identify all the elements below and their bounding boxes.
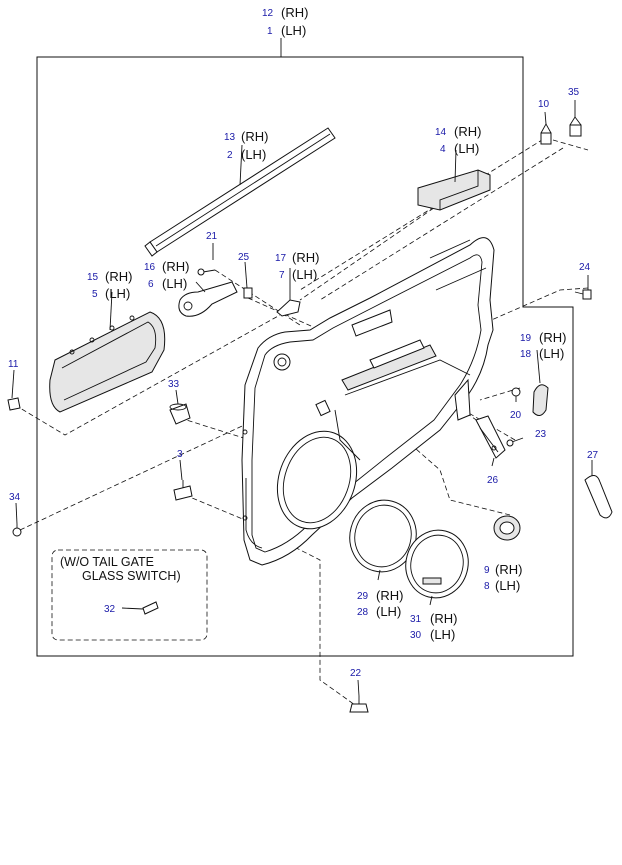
label-switch-32: 32 bbox=[104, 604, 116, 615]
label-screw-23: 23 bbox=[535, 429, 547, 440]
label-bracket-side-a: (RH) bbox=[162, 259, 189, 274]
label-cap-25: 25 bbox=[238, 252, 250, 263]
leader-stubs bbox=[11, 100, 593, 697]
label-grille-num-a: 31 bbox=[410, 614, 422, 625]
label-glass-run-side-a: (RH) bbox=[241, 129, 268, 144]
clip-10-part bbox=[540, 123, 552, 145]
label-upper-trim-side-b: (LH) bbox=[454, 141, 479, 156]
label-top-side-a: (RH) bbox=[281, 5, 308, 20]
label-ring-num-b: 8 bbox=[484, 581, 490, 592]
screw-23-part bbox=[506, 437, 524, 447]
label-handle-side-a: (RH) bbox=[292, 250, 319, 265]
label-glass-run-num-b: 2 bbox=[227, 150, 233, 161]
assembly-frame bbox=[36, 56, 574, 657]
label-clip-20: 20 bbox=[510, 410, 522, 421]
label-clip-3: 3 bbox=[177, 449, 183, 460]
clip-3-part bbox=[173, 480, 193, 501]
label-cover-num-a: 19 bbox=[520, 333, 532, 344]
right-cover-part bbox=[532, 384, 549, 416]
label-handle-num-a: 17 bbox=[275, 253, 287, 264]
label-handle-num-b: 7 bbox=[279, 270, 285, 281]
clip-35-part bbox=[569, 116, 582, 137]
label-wire-24: 24 bbox=[579, 262, 591, 273]
screw-21-part bbox=[197, 268, 216, 276]
label-upper-trim-side-a: (RH) bbox=[454, 124, 481, 139]
label-screw-34: 34 bbox=[9, 492, 21, 503]
label-armrest-side-b: (LH) bbox=[105, 286, 130, 301]
label-speaker-ring-side-b: (LH) bbox=[376, 604, 401, 619]
label-clip-10: 10 bbox=[538, 99, 550, 110]
clip-20-part bbox=[511, 387, 521, 402]
strip-27-part bbox=[584, 475, 613, 519]
clip-22-part bbox=[349, 696, 369, 713]
note-line-2: GLASS SWITCH) bbox=[82, 569, 181, 583]
small-handle-part bbox=[276, 299, 301, 317]
label-bracket-side-b: (LH) bbox=[162, 276, 187, 291]
label-cover-num-b: 18 bbox=[520, 349, 532, 360]
label-ring-side-b: (LH) bbox=[495, 578, 520, 593]
label-speaker-ring-num-b: 28 bbox=[357, 607, 369, 618]
label-ring-side-a: (RH) bbox=[495, 562, 522, 577]
cap-25-part bbox=[243, 287, 253, 299]
label-bracket-num-a: 16 bbox=[144, 262, 156, 273]
label-fastener-11: 11 bbox=[8, 359, 19, 370]
glass-run-strip bbox=[144, 127, 336, 257]
label-clip-22: 22 bbox=[350, 668, 362, 679]
label-glass-run-num-a: 13 bbox=[224, 132, 236, 143]
label-upper-trim-num-b: 4 bbox=[440, 144, 446, 155]
label-ring-num-a: 9 bbox=[484, 565, 490, 576]
label-grille-side-a: (RH) bbox=[430, 611, 457, 626]
label-cover-side-a: (RH) bbox=[539, 330, 566, 345]
upper-trim-piece bbox=[417, 169, 491, 211]
door-trim-panel bbox=[241, 237, 495, 566]
fastener-11-part bbox=[7, 397, 21, 411]
label-upper-trim-num-a: 14 bbox=[435, 127, 447, 138]
label-top-side-b: (LH) bbox=[281, 23, 306, 38]
label-grille-num-b: 30 bbox=[410, 630, 422, 641]
label-clip-35: 35 bbox=[568, 87, 580, 98]
label-glass-run-side-b: (LH) bbox=[241, 147, 266, 162]
label-armrest-num-b: 5 bbox=[92, 289, 98, 300]
wire-24-part bbox=[574, 289, 592, 300]
pull-bracket-26-part bbox=[475, 415, 506, 459]
label-plug-33: 33 bbox=[168, 379, 180, 390]
ring-part bbox=[493, 515, 521, 541]
label-grille-side-b: (LH) bbox=[430, 627, 455, 642]
note-line-1: (W/O TAIL GATE bbox=[60, 555, 154, 569]
label-handle-side-b: (LH) bbox=[292, 267, 317, 282]
label-armrest-side-a: (RH) bbox=[105, 269, 132, 284]
plug-33-part bbox=[169, 403, 191, 425]
label-pull-26: 26 bbox=[487, 475, 499, 486]
armrest-pocket-part bbox=[49, 311, 166, 413]
label-top-num-a: 12 bbox=[262, 8, 274, 19]
label-strip-27: 27 bbox=[587, 450, 599, 461]
screw-34-part bbox=[12, 524, 22, 537]
label-speaker-ring-side-a: (RH) bbox=[376, 588, 403, 603]
bracket-part bbox=[178, 281, 238, 317]
label-top-num-b: 1 bbox=[267, 26, 273, 37]
label-speaker-ring-num-a: 29 bbox=[357, 591, 369, 602]
label-armrest-num-a: 15 bbox=[87, 272, 99, 283]
switch-32-part bbox=[121, 601, 159, 615]
speaker-grille-part bbox=[405, 529, 469, 599]
label-cover-side-b: (LH) bbox=[539, 346, 564, 361]
label-bracket-num-b: 6 bbox=[148, 279, 154, 290]
label-screw-21: 21 bbox=[206, 231, 218, 242]
